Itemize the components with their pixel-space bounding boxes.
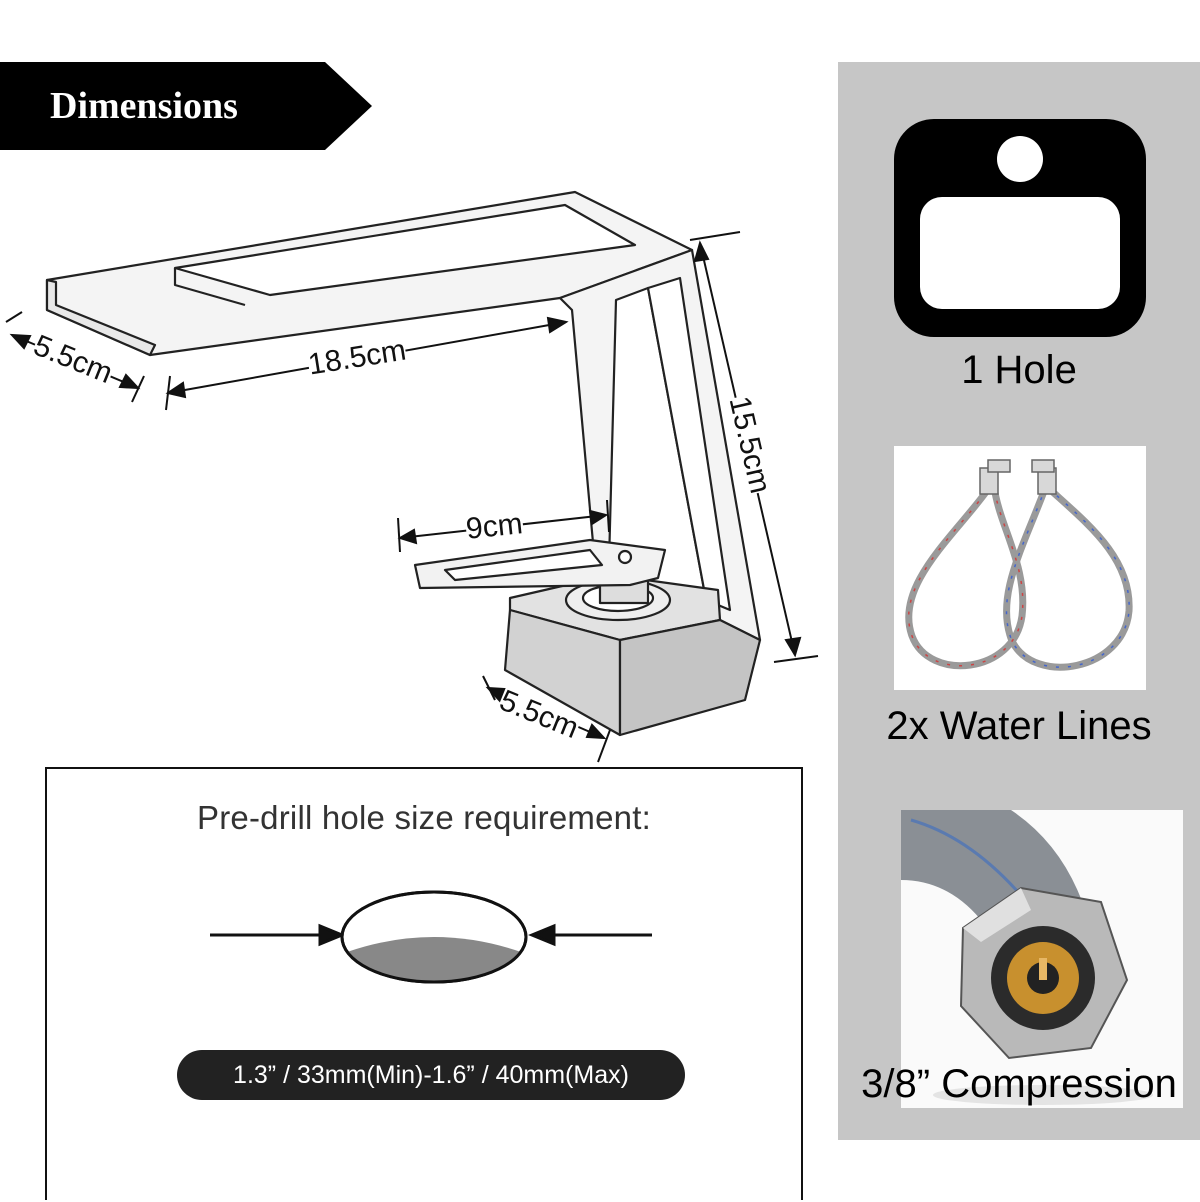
feature-label-compression: 3/8” Compression — [861, 1062, 1177, 1106]
faucet-diagram — [5, 190, 819, 763]
dimensions-banner: Dimensions — [0, 62, 372, 150]
hole-size-badge: 1.3” / 33mm(Min)-1.6” / 40mm(Max) — [177, 1050, 685, 1100]
feature-label-hole: 1 Hole — [961, 348, 1077, 392]
feature-label-water-lines: 2x Water Lines — [886, 704, 1152, 748]
base-side — [618, 618, 762, 737]
water-lines-photo — [894, 446, 1146, 690]
handle-screw — [617, 549, 633, 565]
pre-drill-title: Pre-drill hole size requirement: — [197, 799, 651, 836]
compression-fitting-image — [901, 810, 1183, 1108]
hole-size-text: 1.3” / 33mm(Min)-1.6” / 40mm(Max) — [233, 1060, 629, 1089]
spout-opening — [173, 203, 637, 297]
drill-hole-diagram — [210, 890, 652, 984]
banner-title: Dimensions — [50, 85, 238, 127]
compression-photo — [901, 810, 1183, 1108]
pre-drill-box: Pre-drill hole size requirement: 1.3” / … — [45, 767, 803, 1200]
label-handle-length: 9cm — [464, 507, 525, 546]
spout-front-face — [45, 278, 157, 357]
sink-hole-icon — [894, 119, 1146, 337]
features-panel: 1 Hole 2x Water Lines — [838, 62, 1200, 1140]
body-inner-slot — [646, 276, 732, 612]
braided-hose-image — [905, 459, 1133, 671]
